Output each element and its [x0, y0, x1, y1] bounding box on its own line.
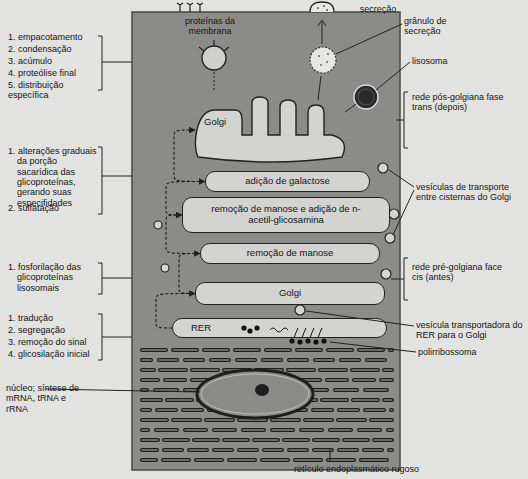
annotation-label: 1. fosforilação das glicoproteínas lisos…: [8, 262, 98, 293]
annotation-label: 2. sulfatação: [8, 203, 98, 213]
cisterna-band: remoção de manose e adição de n-acetil-g…: [182, 197, 390, 233]
exocytosis: [310, 2, 334, 44]
annotation-label: grânulo de secreção: [404, 16, 474, 37]
annotation-label: 5. distribuição específica: [8, 80, 100, 101]
annotation-label: 1. alterações graduais da porção sacaríd…: [8, 146, 98, 208]
cisterna-band: RER: [172, 318, 387, 338]
node-label: adição de galactose: [245, 176, 330, 187]
cell-body: [132, 12, 400, 470]
node-label: Golgi: [279, 288, 301, 299]
annotation-label: 1. tradução: [8, 313, 100, 323]
golgi-trans-network: Golgi: [190, 95, 350, 165]
vesicle-transport-arrow: [174, 130, 205, 182]
membrane-vesicle: [199, 40, 229, 90]
node-label: RER: [191, 323, 211, 334]
lysosome: [345, 85, 378, 112]
vesicle-transport-arrow: [179, 254, 200, 294]
membrane-proteins: [177, 3, 203, 12]
nucleus: [197, 370, 313, 418]
cisterna-band: adição de galactose: [205, 171, 370, 192]
cisterna-band: Golgi: [195, 282, 385, 305]
polyribosome: [241, 325, 326, 344]
vesicle-transport-arrow: [166, 182, 205, 216]
vesicle-transport-arrow: [156, 294, 195, 329]
annotation-label: núcleo; síntese de mRNA, tRNA e rRNA: [6, 383, 88, 414]
cisterna-band: remoção de manose: [200, 243, 380, 264]
annotation-label: 2. condensação: [8, 44, 100, 54]
annotation-label: secreção: [350, 4, 406, 14]
annotation-label: proteínas da membrana: [178, 16, 242, 37]
annotation-label: 4. proteólise final: [8, 68, 100, 78]
annotation-label: vesículas de transporte entre cisternas …: [416, 182, 526, 203]
node-label: remoção de manose: [247, 248, 334, 259]
golgi-shape: [195, 97, 344, 162]
node-label: Golgi: [204, 117, 226, 128]
annotation-label: rede pós-golgiana fase trans (depois): [412, 92, 524, 113]
leader-lines: [46, 24, 416, 462]
secretion-granule: [310, 47, 336, 100]
annotation-label: vesícula transportadora do RER para o Go…: [416, 320, 526, 341]
node-label: remoção de manose e adição de n-acetil-g…: [211, 204, 361, 226]
golgi-outline: [190, 95, 350, 165]
annotation-label: lisosoma: [412, 56, 482, 66]
annotation-label: rede pré-golgiana face cis (antes): [412, 262, 512, 283]
rough-er-stripes: [142, 350, 392, 460]
annotation-label: polirribossoma: [418, 347, 518, 357]
annotation-label: 4. glicosilação inicial: [8, 349, 100, 359]
annotation-label: 3. remoção do sinal: [8, 337, 100, 347]
annotation-label: 2. segregação: [8, 325, 100, 335]
annotation-label: retículo endoplasmático rugoso: [294, 464, 444, 474]
annotation-label: 3. acúmulo: [8, 56, 100, 66]
vesicle-transport-arrow: [166, 215, 200, 254]
transport-vesicles: [154, 163, 399, 315]
annotation-label: 1. empacotamento: [8, 32, 100, 42]
